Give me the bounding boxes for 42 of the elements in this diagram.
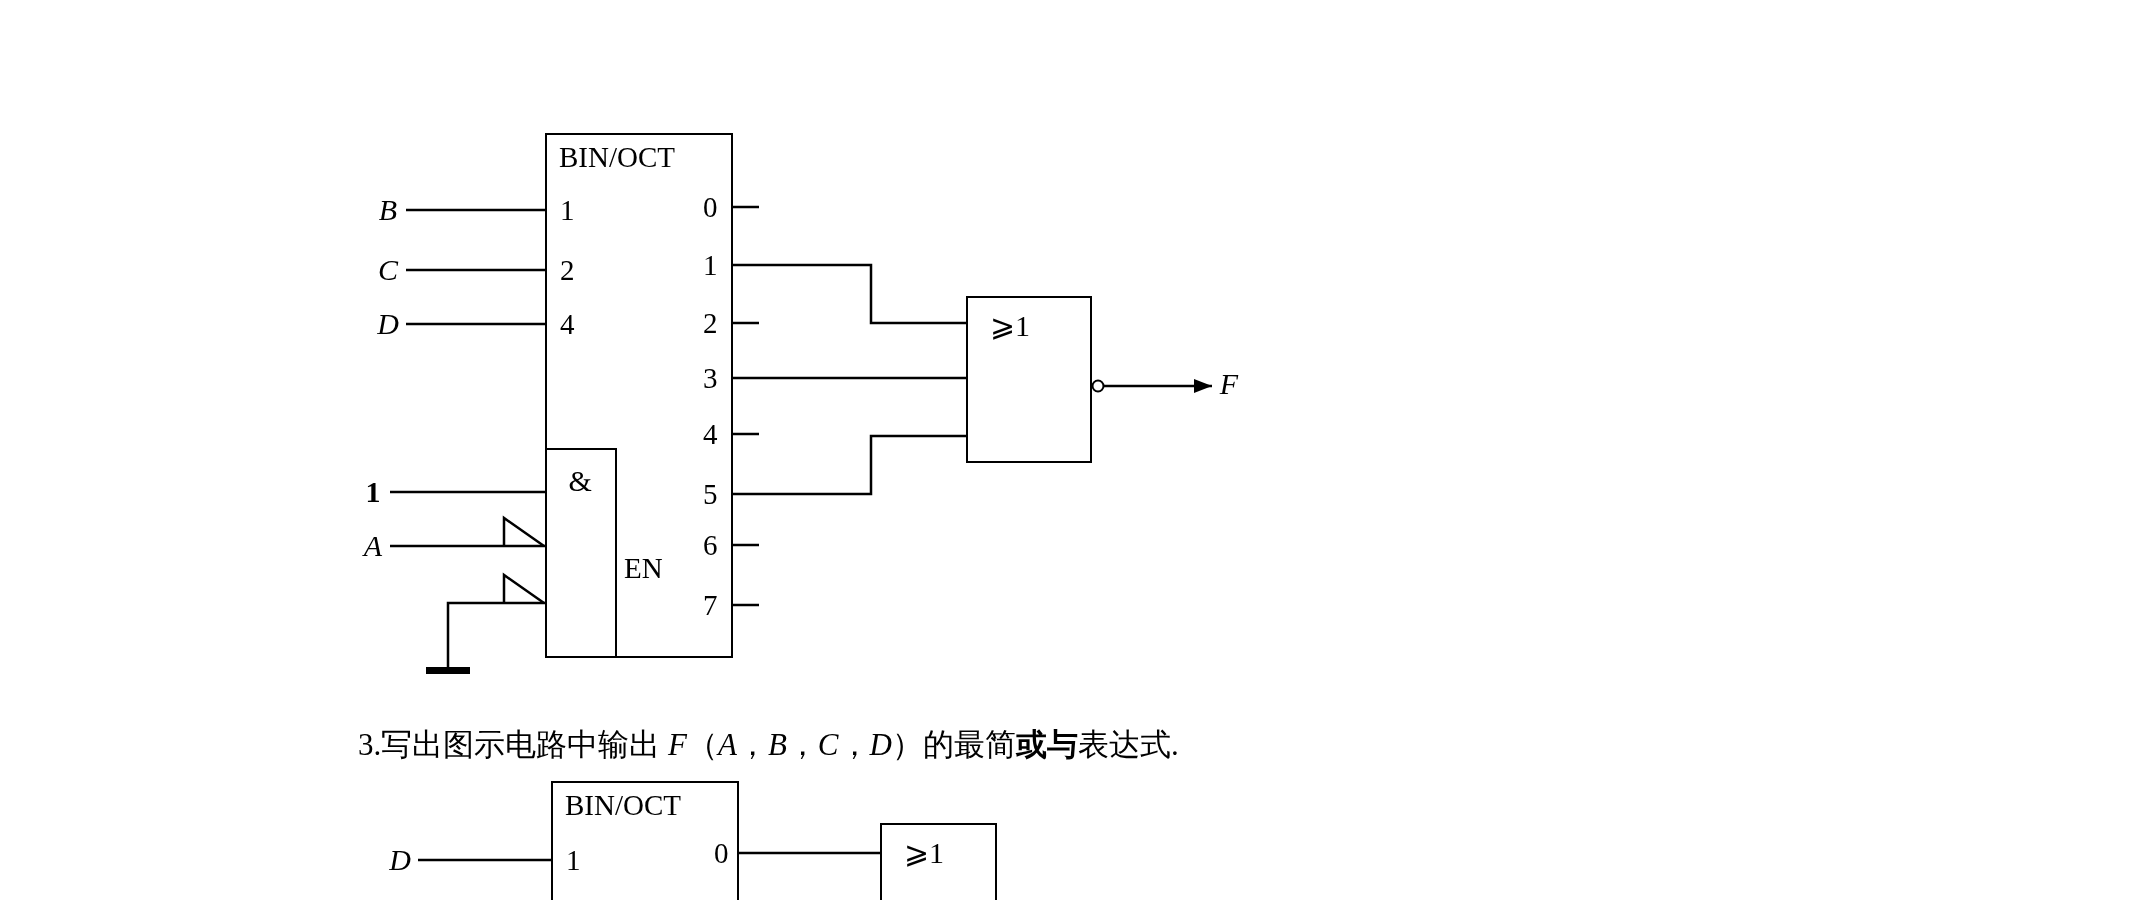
- question-text: 3.写出图示电路中输出 F（A，B，C，D）的最简或与表达式.: [358, 729, 1179, 761]
- ground-symbol: [426, 667, 470, 674]
- pin-number: 4: [703, 418, 718, 450]
- input-label: D: [382, 840, 418, 880]
- wire: [390, 544, 545, 548]
- and-block: &: [544, 447, 617, 658]
- wire: [418, 858, 551, 862]
- pin-number: 1: [703, 249, 718, 281]
- input-label: 1: [356, 472, 390, 512]
- pin-number: 5: [703, 478, 718, 510]
- pin-number: 0: [714, 837, 729, 869]
- function-label: EN: [624, 552, 663, 584]
- wire: [406, 268, 545, 272]
- block-title: BIN/OCT: [559, 141, 675, 174]
- pin-number: 6: [703, 529, 718, 561]
- wire: [406, 208, 545, 212]
- pin-number: 3: [703, 362, 718, 394]
- output-label: F: [1212, 364, 1246, 404]
- wire: [733, 263, 966, 325]
- decoder-block: [551, 781, 739, 900]
- pin-number: 4: [560, 308, 575, 340]
- input-label: D: [370, 304, 406, 344]
- pin-number: 1: [560, 194, 575, 226]
- wire: [406, 322, 545, 326]
- pin-number: 2: [560, 254, 575, 286]
- pin-number: 1: [566, 844, 581, 876]
- or-gate: ⩾1: [880, 823, 997, 900]
- wire: [390, 490, 545, 494]
- wire: [733, 376, 966, 380]
- decoder-block: [545, 133, 733, 658]
- wire: [446, 601, 545, 667]
- wire: [733, 434, 966, 496]
- arrow: [1103, 379, 1212, 393]
- or-gate: ⩾1: [966, 296, 1092, 463]
- wire: [739, 851, 880, 855]
- input-label: A: [356, 526, 390, 566]
- block-title: BIN/OCT: [565, 789, 681, 822]
- pin-number: 2: [703, 307, 718, 339]
- input-label: C: [370, 250, 406, 290]
- pin-number: 0: [703, 191, 718, 223]
- input-label: B: [370, 190, 406, 230]
- pin-number: 7: [703, 589, 718, 621]
